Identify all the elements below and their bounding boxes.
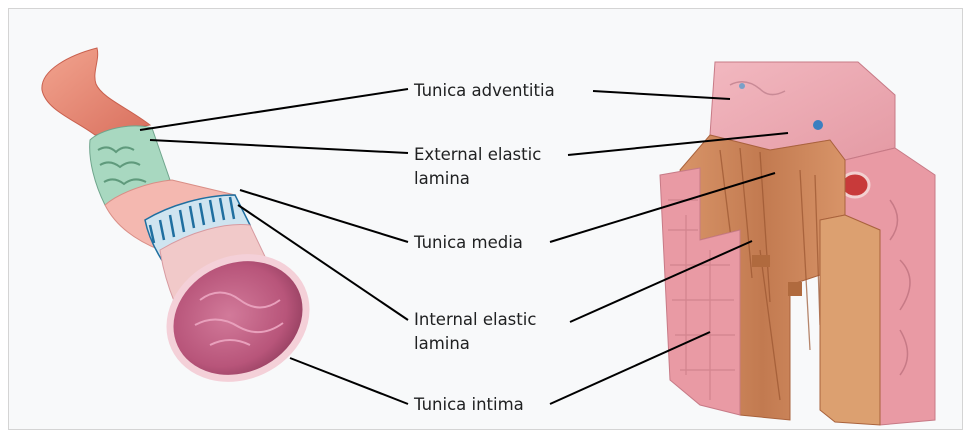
label-tunica-media: Tunica media [413, 233, 523, 252]
leader-media-left [240, 190, 408, 242]
label-internal-elastic-2: lamina [414, 334, 470, 353]
leader-adventitia-left [140, 89, 408, 130]
label-tunica-intima: Tunica intima [413, 395, 524, 414]
label-tunica-adventitia: Tunica adventitia [413, 81, 555, 100]
leader-adventitia-right [593, 91, 730, 99]
vessel-illustration [42, 48, 326, 400]
leader-external-left [150, 140, 408, 153]
label-external-elastic-2: lamina [414, 169, 470, 188]
adventitia-tail [42, 48, 150, 135]
label-internal-elastic-1: Internal elastic [414, 310, 536, 329]
label-external-elastic-1: External elastic [414, 145, 541, 164]
leader-intima-left [290, 358, 408, 404]
wall-block-illustration [660, 62, 935, 425]
